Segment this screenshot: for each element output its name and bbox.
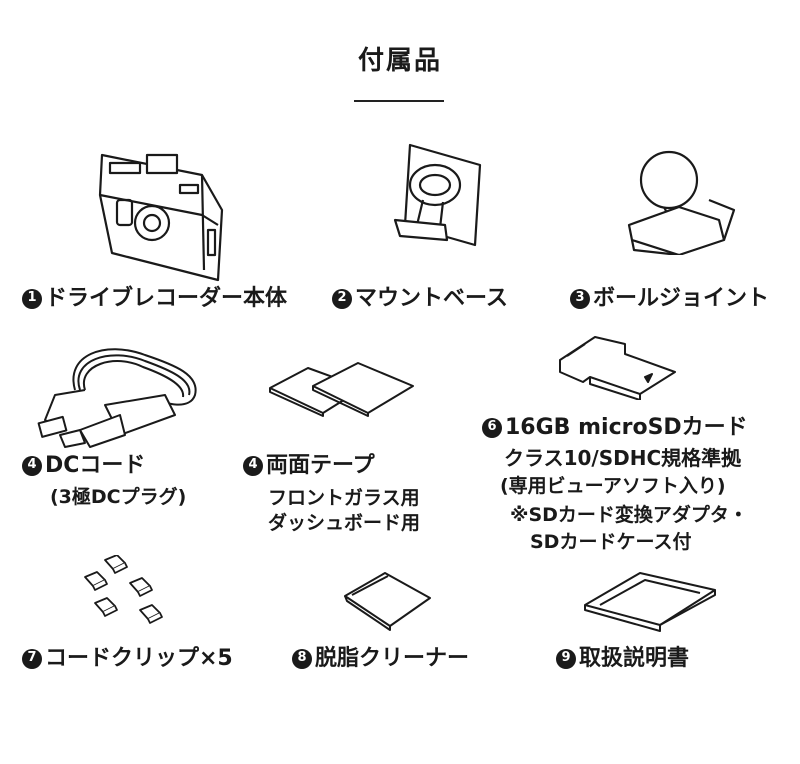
sd-card-icon [555, 332, 680, 400]
item-label-text: 脱脂クリーナー [315, 646, 470, 671]
item-number: 4 [22, 455, 42, 476]
item-number: 4 [243, 455, 263, 476]
item-label-dc-cord: 4 DCコード [22, 453, 145, 478]
cleaner-icon [340, 568, 435, 633]
title-underline [354, 100, 444, 102]
cord-clip-icon [75, 555, 185, 640]
item-label-text: DCコード [45, 453, 146, 478]
item-label-cleaner: 8 脱脂クリーナー [292, 646, 469, 671]
item-sub-sd-3: ※SDカード変換アダプタ・ [510, 504, 748, 526]
item-number: 7 [22, 648, 42, 669]
item-number: 6 [482, 417, 502, 438]
item-label-cord-clip: 7 コードクリップ×5 [22, 646, 233, 671]
item-sub-sd-2: (専用ビューアソフト入り) [500, 475, 726, 497]
item-label-ball-joint: 3 ボールジョイント [570, 286, 769, 311]
item-label-text: ボールジョイント [593, 286, 770, 311]
item-label-text: マウントベース [355, 286, 508, 311]
item-label-mount-base: 2 マウントベース [332, 286, 508, 311]
item-number: 9 [556, 648, 576, 669]
item-label-text: 取扱説明書 [579, 646, 690, 671]
item-label-tape: 4 両面テープ [243, 453, 375, 478]
ball-joint-icon [624, 145, 739, 255]
item-sub-sd-4: SDカードケース付 [530, 531, 692, 553]
item-sub-dc-cord: (3極DCプラグ) [50, 486, 187, 508]
item-sub-sd-1: クラス10/SDHC規格準拠 [504, 446, 742, 470]
page-title: 付属品 [357, 46, 442, 76]
item-sub-tape-2: ダッシュボード用 [268, 512, 421, 534]
item-sub-tape-1: フロントガラス用 [268, 487, 420, 509]
item-number: 8 [292, 648, 312, 669]
item-label-text: 両面テープ [266, 453, 375, 478]
item-label-dashcam: 1 ドライブレコーダー本体 [22, 286, 287, 311]
double-sided-tape-icon [268, 358, 418, 428]
item-number: 1 [22, 288, 42, 309]
item-number: 3 [570, 288, 590, 309]
item-label-text: コードクリップ×5 [45, 646, 233, 671]
item-number: 2 [332, 288, 352, 309]
manual-icon [580, 565, 720, 635]
item-label-manual: 9 取扱説明書 [556, 646, 689, 671]
mount-base-icon [385, 140, 485, 255]
item-label-text: 16GB microSDカード [505, 415, 748, 440]
dc-cord-icon [25, 335, 215, 450]
dashcam-icon [92, 135, 232, 285]
item-label-sd-card: 6 16GB microSDカード [482, 415, 748, 440]
item-label-text: ドライブレコーダー本体 [45, 286, 288, 311]
